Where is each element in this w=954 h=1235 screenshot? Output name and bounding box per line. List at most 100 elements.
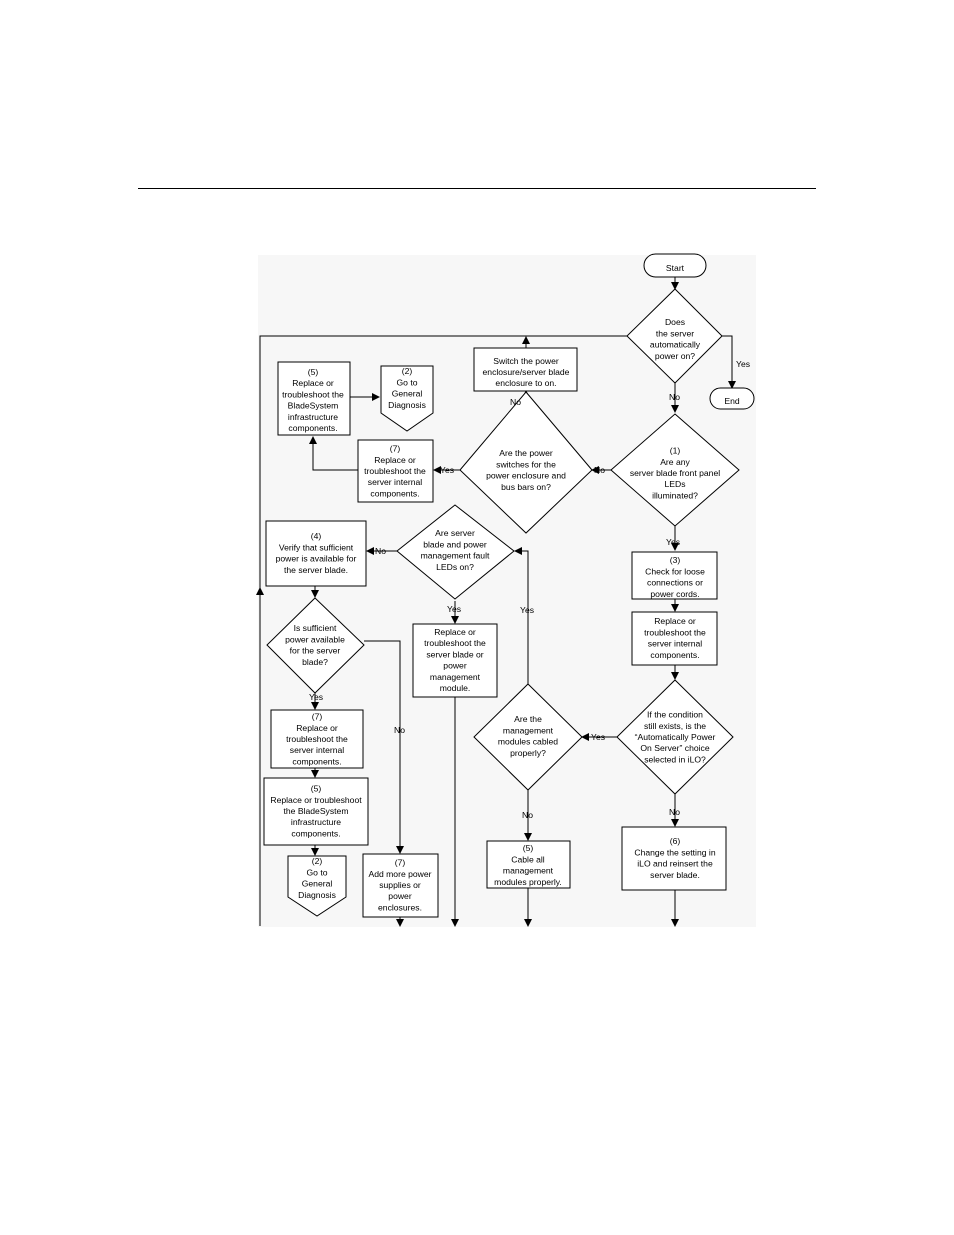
- replace-infra-box-1: [277, 361, 351, 436]
- replace-internal-box-2: [631, 611, 718, 666]
- node-label-line: properly?: [510, 748, 546, 758]
- node-label-line: troubleshoot the: [424, 638, 486, 648]
- end-terminator: [709, 387, 755, 410]
- node-label-line: Diagnosis: [298, 890, 336, 900]
- node-label-line: (4): [311, 531, 322, 541]
- node-label-line: server blade.: [650, 870, 700, 880]
- node-label-line: If the condition: [647, 710, 703, 720]
- node-label-line: server blade front panel: [630, 468, 720, 478]
- node-label-line: management: [430, 672, 481, 682]
- node-label-line: components.: [291, 828, 340, 838]
- node-label-start: Start: [666, 263, 685, 273]
- replace-internal-box-1: [357, 439, 434, 503]
- go-general-offpage-1: [380, 365, 434, 432]
- edge-label-sufficient-no: No: [394, 725, 405, 735]
- node-label-line: server internal: [648, 639, 703, 649]
- node-label-line: switches for the: [496, 459, 556, 469]
- node-label-line: blade?: [302, 657, 328, 667]
- mgmt-cabled-decision: [473, 683, 583, 791]
- node-label-line: troubleshoot the: [644, 627, 706, 637]
- node-label-line: (5): [311, 784, 322, 794]
- node-label-line: power: [388, 891, 412, 901]
- edge-label-leds-no: No: [594, 465, 605, 475]
- node-label-line: enclosure to on.: [495, 378, 556, 388]
- node-label-line: components.: [370, 488, 419, 498]
- node-label-line: Replace or: [296, 723, 338, 733]
- node-label-line: Add more power: [368, 869, 431, 879]
- edge-label-sufficient-yes: Yes: [309, 692, 323, 702]
- node-label-line: LEDs: [664, 479, 685, 489]
- node-label-line: (5): [523, 843, 534, 853]
- switch-power-box: [473, 347, 578, 392]
- verify-power-box: [265, 520, 367, 587]
- replace-infra-box-2: [263, 777, 369, 846]
- node-label-line: Is sufficient: [294, 623, 337, 633]
- node-label-line: Verify that sufficient: [279, 542, 354, 552]
- sufficient-power-decision: [266, 597, 365, 694]
- node-label-line: (1): [670, 446, 681, 456]
- node-label-line: Replace or: [654, 616, 696, 626]
- replace-internal-box-3: [270, 709, 364, 769]
- node-label-line: power is available for: [276, 554, 357, 564]
- node-label-line: power cords.: [650, 589, 699, 599]
- edge-label-switches-yes: Yes: [440, 465, 454, 475]
- node-label-line: server internal: [290, 745, 345, 755]
- node-label-line: selected in iLO?: [644, 754, 706, 764]
- node-label-line: Replace or: [292, 378, 334, 388]
- node-label-line: Switch the power: [493, 356, 559, 366]
- node-label-end: End: [724, 396, 740, 406]
- node-label-line: Diagnosis: [388, 400, 426, 410]
- node-label-line: (2): [312, 856, 323, 866]
- node-label-line: Change the setting in: [634, 847, 715, 857]
- node-label-line: management: [503, 725, 554, 735]
- node-label-line: module.: [440, 683, 471, 693]
- node-label-line: blade and power: [423, 539, 487, 549]
- go-general-offpage-2: [287, 855, 347, 917]
- node-label-line: troubleshoot the: [286, 734, 348, 744]
- node-label-line: Start: [666, 263, 685, 273]
- node-label-line: troubleshoot the: [364, 466, 426, 476]
- node-label-line: the server: [656, 328, 694, 338]
- cable-mgmt-box: [486, 840, 571, 889]
- node-label-line: management: [503, 866, 554, 876]
- node-label-line: Go to: [396, 377, 417, 387]
- check-loose-box: [631, 551, 718, 600]
- node-label-line: (6): [670, 836, 681, 846]
- node-label-line: iLO and reinsert the: [637, 859, 713, 869]
- auto-power-ilo-decision: [616, 679, 734, 795]
- node-label-line: “Automatically Power: [635, 732, 716, 742]
- front-leds-decision: [610, 413, 740, 527]
- node-label-line: components.: [288, 423, 337, 433]
- replace-blade-box: [412, 623, 498, 698]
- node-label-line: End: [724, 396, 740, 406]
- node-label-line: illuminated?: [652, 490, 698, 500]
- node-label-line: BladeSystem: [288, 401, 339, 411]
- node-label-line: Replace or: [374, 455, 416, 465]
- node-label-line: General: [302, 879, 333, 889]
- auto-power-decision: [626, 288, 723, 384]
- node-label-line: (7): [395, 858, 406, 868]
- node-label-line: Are any: [660, 457, 690, 467]
- shapes: [263, 253, 755, 918]
- edge-label-ilo-yes: Yes: [591, 732, 605, 742]
- node-label-verify-power: (4)Verify that sufficient power is availa…: [276, 531, 357, 575]
- node-label-line: for the server: [290, 646, 341, 656]
- edge-label-fault-no: No: [375, 546, 386, 556]
- node-label-line: bus bars on?: [501, 482, 551, 492]
- node-label-line: infrastructure: [288, 412, 338, 422]
- node-label-line: automatically: [650, 340, 701, 350]
- node-label-line: (5): [308, 367, 319, 377]
- edge-label-ilo-no: No: [669, 807, 680, 817]
- node-label-line: server blade or: [426, 649, 483, 659]
- node-label-line: power enclosure and: [486, 471, 566, 481]
